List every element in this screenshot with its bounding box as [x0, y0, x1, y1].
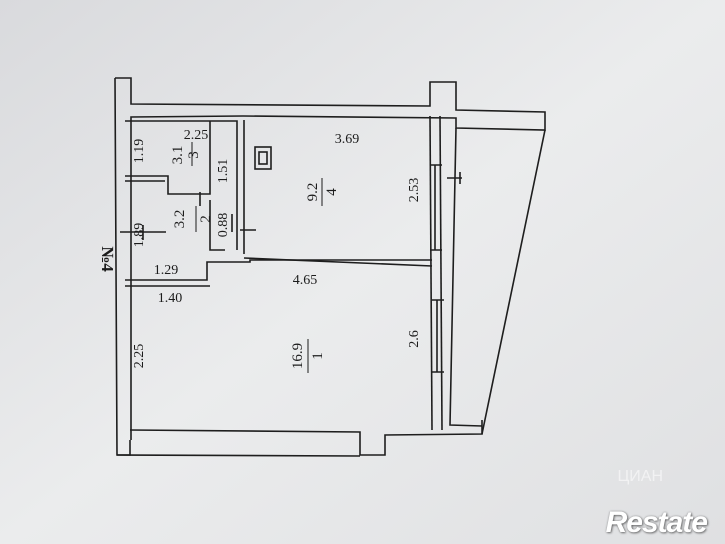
dim-label: 2.53	[407, 178, 422, 203]
room-2-label: 2 3.2	[172, 206, 214, 232]
watermark-faint: ЦИАН	[617, 468, 663, 485]
room-number: 3	[186, 151, 202, 159]
room-4-label: 4 9.2	[305, 178, 340, 206]
dimension-labels: 3.69 2.25 1.19 1.51 2.53 0.88 1.89 4.65 …	[132, 128, 422, 368]
dim-label: 3.69	[335, 132, 360, 147]
room-number: 4	[324, 188, 340, 196]
dim-label: 2.6	[407, 330, 422, 348]
dim-label: 1.89	[132, 223, 147, 248]
room-1-label: 1 16.9	[290, 339, 326, 373]
dim-label: 1.19	[132, 139, 147, 164]
room-area: 3.1	[170, 146, 186, 165]
apartment-number: №4	[98, 246, 117, 272]
top-wall	[115, 77, 546, 440]
restate-watermark: Restate	[605, 506, 708, 539]
room-area: 9.2	[305, 183, 321, 202]
dim-label: 0.88	[216, 213, 231, 238]
room-number: 2	[198, 215, 214, 223]
dim-label: 1.29	[154, 263, 179, 278]
room-area: 3.2	[172, 210, 188, 229]
dim-label: 2.25	[132, 344, 147, 369]
room-labels: 3 3.1 2 3.2 4 9.2 1 16.9	[170, 142, 340, 373]
dim-label: 1.40	[158, 291, 183, 306]
dim-label: 2.25	[184, 128, 209, 143]
room-number: 1	[310, 352, 326, 360]
dim-label: 1.51	[216, 159, 231, 184]
dim-label: 4.65	[293, 273, 318, 288]
room-3-label: 3 3.1	[170, 142, 202, 166]
walls	[114, 77, 546, 457]
room-area: 16.9	[290, 343, 306, 369]
